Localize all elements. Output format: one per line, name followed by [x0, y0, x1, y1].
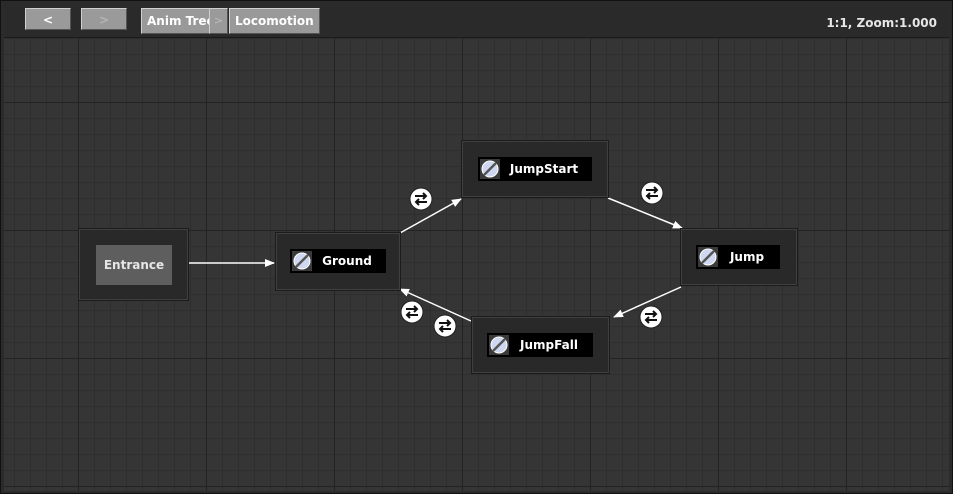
transition-swap-icon[interactable] — [639, 305, 663, 329]
transition-swap-icon[interactable] — [400, 300, 424, 324]
breadcrumb-anim-tree[interactable]: Anim Tree — [141, 8, 221, 34]
edge-jumpstart-to-jump[interactable] — [607, 197, 683, 229]
breadcrumb-separator: > — [209, 8, 228, 34]
animation-state-icon — [480, 159, 500, 179]
state-label-ground: Ground — [322, 254, 372, 268]
state-node-jump[interactable]: Jump — [681, 229, 797, 285]
entrance-node[interactable]: Entrance — [79, 229, 188, 300]
transition-edges — [188, 197, 683, 322]
transition-swap-icon[interactable] — [433, 314, 457, 338]
edge-ground-to-jumpstart[interactable] — [399, 198, 462, 234]
animation-state-icon — [292, 251, 312, 271]
state-node-ground[interactable]: Ground — [276, 233, 400, 290]
zoom-readout: 1:1, Zoom:1.000 — [826, 16, 937, 30]
graph-canvas[interactable]: Entrance Ground JumpStart — [4, 38, 949, 491]
entrance-label: Entrance — [96, 245, 172, 285]
state-label-jumpfall: JumpFall — [520, 338, 578, 352]
back-button[interactable]: < — [25, 8, 71, 30]
transition-swap-icon[interactable] — [640, 181, 664, 205]
state-label-jumpstart: JumpStart — [509, 162, 579, 176]
state-node-jumpfall[interactable]: JumpFall — [472, 317, 609, 373]
animation-state-icon — [489, 335, 509, 355]
toolbar: < > Anim Tree > Locomotion 1:1, Zoom:1.0… — [4, 4, 949, 38]
state-label-jump: Jump — [729, 250, 765, 264]
edge-jumpfall-to-ground[interactable] — [399, 288, 472, 322]
edge-jump-to-jumpfall[interactable] — [613, 286, 682, 318]
breadcrumb-locomotion[interactable]: Locomotion — [229, 8, 320, 34]
animation-state-icon — [698, 247, 718, 267]
state-node-jumpstart[interactable]: JumpStart — [462, 141, 608, 197]
forward-button[interactable]: > — [81, 8, 127, 30]
transition-swap-icon[interactable] — [409, 187, 433, 211]
